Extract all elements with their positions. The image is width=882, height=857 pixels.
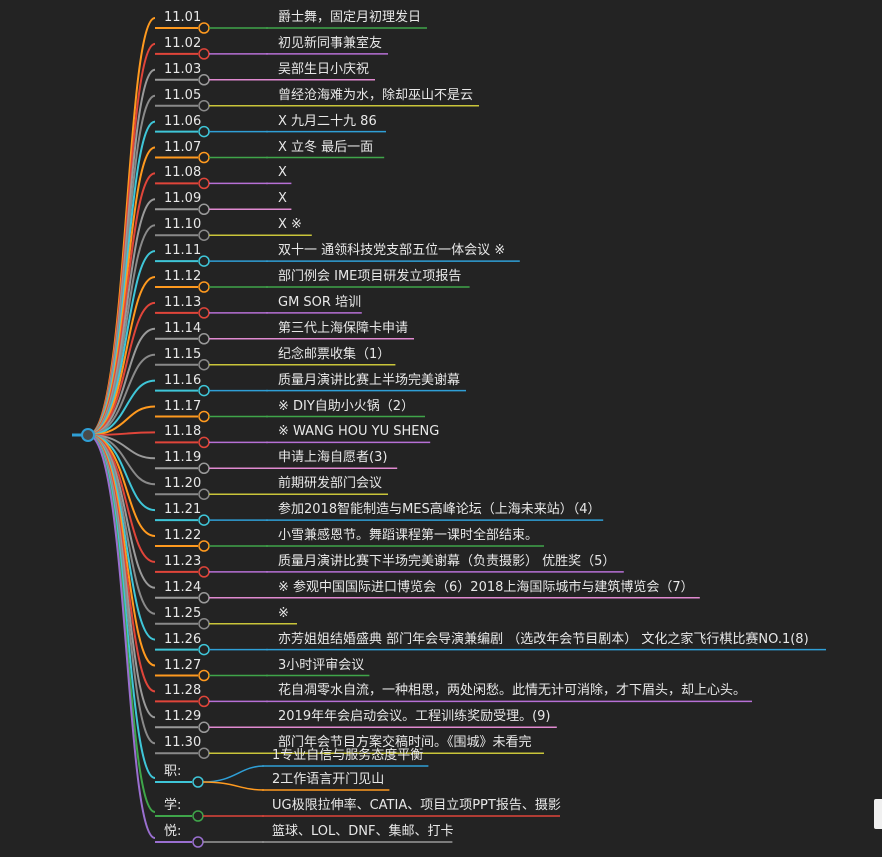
scroll-handle[interactable] [874, 799, 882, 829]
group-label[interactable]: 悦: [164, 824, 182, 839]
date-node[interactable]: 11.25 [164, 605, 202, 621]
date-node[interactable]: 11.18 [164, 424, 202, 440]
date-node[interactable]: 11.06 [164, 113, 202, 129]
date-node[interactable]: 11.09 [164, 191, 202, 207]
item-text[interactable]: 双十一 通领科技党支部五位一体会议 ※ [278, 243, 506, 259]
item-text[interactable]: 曾经沧海难为水，除却巫山不是云 [278, 87, 474, 103]
item-text[interactable]: X ※ [278, 217, 302, 233]
item-text[interactable]: 部门例会 IME项目研发立项报告 [278, 269, 462, 284]
date-node[interactable]: 11.16 [164, 372, 202, 388]
expand-toggle-icon [192, 776, 204, 788]
date-node[interactable]: 11.13 [164, 294, 202, 310]
date-node[interactable]: 11.08 [164, 165, 202, 181]
item-text[interactable]: 初见新同事兼室友 [278, 35, 383, 51]
item-text[interactable]: 参加2018智能制造与MES高峰论坛（上海未来站）（4） [278, 502, 601, 518]
date-node[interactable]: 11.10 [164, 217, 202, 233]
date-node[interactable]: 11.26 [164, 631, 202, 647]
group-child-text[interactable]: 2工作语言开门见山 [272, 772, 385, 787]
date-node[interactable]: 11.12 [164, 269, 202, 284]
item-text[interactable]: ※ DIY自助小火锅（2） [278, 398, 415, 414]
group-child-text[interactable]: UG极限拉伸率、CATIA、项目立项PPT报告、摄影 [272, 798, 561, 813]
item-text[interactable]: 小雪兼感恩节。舞蹈课程第一课时全部结束。 [278, 528, 539, 543]
date-node[interactable]: 11.30 [164, 735, 202, 751]
date-node[interactable]: 11.28 [164, 683, 202, 699]
date-node[interactable]: 11.29 [164, 709, 202, 725]
expand-toggle-icon [192, 810, 204, 822]
item-text[interactable]: GM SOR 培训 [278, 294, 362, 310]
date-node[interactable]: 11.19 [164, 450, 202, 466]
group-branch-line [87, 434, 156, 839]
date-node[interactable]: 11.27 [164, 657, 202, 673]
date-node[interactable]: 11.02 [164, 35, 202, 51]
item-text[interactable]: ※ [278, 605, 289, 621]
item-text[interactable]: X 立冬 最后一面 [278, 139, 374, 155]
group-child-text[interactable]: 1专业自信与服务态度平衡 [272, 748, 424, 763]
date-node[interactable]: 11.15 [164, 346, 202, 362]
date-node[interactable]: 11.23 [164, 553, 202, 569]
item-text[interactable]: 吴部生日小庆祝 [278, 61, 370, 77]
item-text[interactable]: 质量月演讲比赛上半场完美谢幕 [278, 372, 461, 388]
date-node[interactable]: 11.20 [164, 476, 202, 492]
item-text[interactable]: 3小时评审会议 [278, 657, 365, 673]
date-node[interactable]: 11.01 [164, 10, 202, 25]
date-node[interactable]: 11.11 [164, 243, 202, 259]
group-child-text[interactable]: 篮球、LOL、DNF、集邮、打卡 [272, 824, 454, 839]
branch-line [87, 379, 156, 436]
expand-toggle-icon [192, 836, 204, 848]
item-text[interactable]: X [278, 165, 287, 181]
group-label[interactable]: 职: [164, 764, 182, 779]
child-connector [202, 781, 265, 791]
date-node[interactable]: 11.17 [164, 398, 202, 414]
date-node[interactable]: 11.14 [164, 320, 202, 336]
date-node[interactable]: 11.22 [164, 528, 202, 543]
item-text[interactable]: 质量月演讲比赛下半场完美谢幕（负责摄影） 优胜奖（5） [278, 553, 616, 569]
item-text[interactable]: 亦芳姐姐结婚盛典 部门年会导演兼编剧 （选改年会节目剧本） 文化之家飞行棋比赛N… [278, 631, 809, 647]
item-text[interactable]: ※ WANG HOU YU SHENG [278, 424, 440, 440]
child-connector [202, 765, 265, 783]
item-text[interactable]: 花自凋零水自流，一种相思，两处闲愁。此情无计可消除，才下眉头，却上心头。 [278, 683, 747, 699]
item-text[interactable]: 第三代上海保障卡申请 [278, 320, 409, 336]
item-text[interactable]: X 九月二十九 86 [278, 113, 377, 129]
item-text[interactable]: ※ 参观中国国际进口博览会（6）2018上海国际城市与建筑博览会（7） [278, 579, 694, 595]
root-node-icon [81, 428, 95, 442]
branch-line [87, 327, 156, 436]
date-node[interactable]: 11.05 [164, 87, 202, 103]
item-text[interactable]: 2019年年会启动会议。工程训练奖励受理。(9) [278, 709, 551, 725]
date-node[interactable]: 11.03 [164, 61, 202, 77]
branch-line [87, 353, 156, 436]
date-node[interactable]: 11.07 [164, 139, 202, 155]
item-text[interactable]: 纪念邮票收集（1） [278, 346, 391, 362]
item-text[interactable]: 部门年会节目方案交稿时间。《围城》未看完 [278, 735, 532, 751]
item-text[interactable]: 爵士舞，固定月初理发日 [278, 10, 422, 25]
item-text[interactable]: 申请上海自愿者(3) [278, 450, 388, 466]
item-text[interactable]: 前期研发部门会议 [278, 476, 383, 492]
item-text[interactable]: X [278, 191, 287, 207]
group-label[interactable]: 学: [164, 798, 182, 813]
date-node[interactable]: 11.21 [164, 502, 202, 518]
date-node[interactable]: 11.24 [164, 579, 202, 595]
